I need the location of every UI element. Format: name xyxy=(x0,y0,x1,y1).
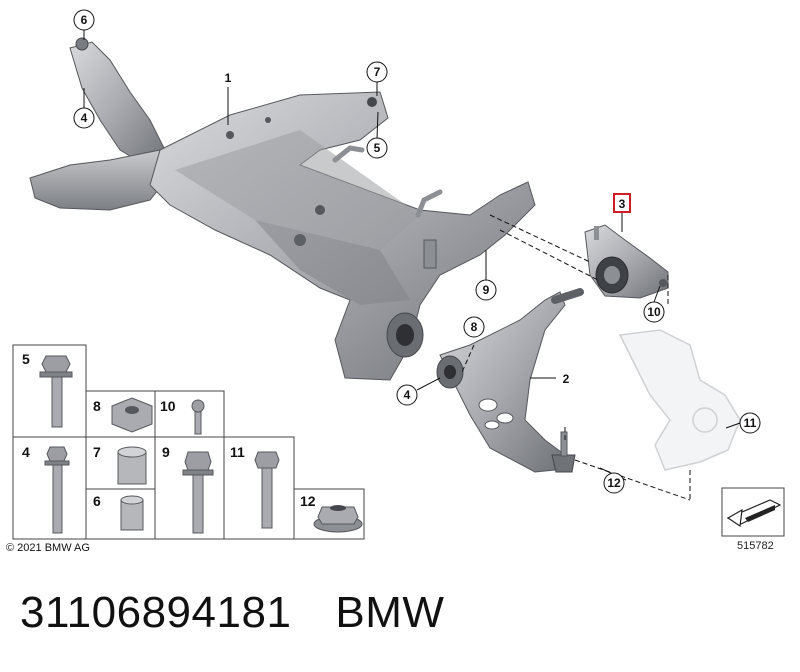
grid-label-9: 9 xyxy=(162,444,170,460)
callout-3-highlighted[interactable]: 3 xyxy=(613,193,631,213)
grid-label-4: 4 xyxy=(22,444,30,460)
svg-text:5: 5 xyxy=(374,141,381,155)
svg-text:4: 4 xyxy=(404,388,411,402)
svg-text:2: 2 xyxy=(563,372,570,386)
copyright-text: © 2021 BMW AG xyxy=(6,542,90,554)
wishbone-control-arm xyxy=(436,288,584,473)
callout-5[interactable]: 5 xyxy=(366,137,388,159)
svg-text:12: 12 xyxy=(607,476,621,490)
image-number: 515782 xyxy=(737,540,774,552)
rear-rubber-mount xyxy=(584,224,669,299)
bolt-5-icon xyxy=(39,355,73,428)
callout-11[interactable]: 11 xyxy=(739,412,761,434)
callout-4-right[interactable]: 4 xyxy=(396,384,418,406)
svg-text:11: 11 xyxy=(744,416,757,430)
direction-arrow-icon xyxy=(721,487,785,537)
parts-grid xyxy=(12,344,365,540)
bushing-sleeve-7-icon xyxy=(117,446,147,485)
flange-nut-12-icon xyxy=(313,505,363,533)
callout-4-left[interactable]: 4 xyxy=(73,107,95,129)
svg-text:10: 10 xyxy=(647,305,661,319)
callout-7[interactable]: 7 xyxy=(366,61,388,83)
front-axle-subframe xyxy=(29,37,536,381)
part-number: 31106894181 xyxy=(20,588,292,637)
square-nut-8-icon xyxy=(111,397,153,433)
svg-text:4: 4 xyxy=(81,111,88,125)
svg-text:8: 8 xyxy=(471,320,478,334)
callout-2[interactable]: 2 xyxy=(563,372,570,386)
callout-10[interactable]: 10 xyxy=(643,301,665,323)
assembly-lines xyxy=(461,214,691,501)
grid-label-6: 6 xyxy=(93,493,101,509)
grid-label-11: 11 xyxy=(230,444,245,460)
bushing-sleeve-6-icon xyxy=(120,495,144,531)
callout-1[interactable]: 1 xyxy=(225,71,232,85)
bolt-4-icon xyxy=(44,446,70,534)
brand-name: BMW xyxy=(335,588,445,637)
callout-8[interactable]: 8 xyxy=(463,316,485,338)
svg-text:6: 6 xyxy=(81,13,88,27)
svg-text:7: 7 xyxy=(374,65,381,79)
svg-text:1: 1 xyxy=(225,71,232,85)
grid-label-5: 5 xyxy=(22,351,30,367)
callout-6-top[interactable]: 6 xyxy=(73,9,95,31)
callout-9[interactable]: 9 xyxy=(475,279,497,301)
footer-caption: 31106894181 BMW xyxy=(20,588,444,638)
grid-label-7: 7 xyxy=(93,444,101,460)
svg-text:3: 3 xyxy=(619,197,626,211)
steering-knuckle-ghost xyxy=(618,329,741,471)
grid-label-10: 10 xyxy=(160,398,176,414)
svg-text:9: 9 xyxy=(483,283,490,297)
bolt-9-icon xyxy=(182,451,214,534)
grid-label-8: 8 xyxy=(93,398,101,414)
callout-12[interactable]: 12 xyxy=(603,472,625,494)
bolt-10-icon xyxy=(191,399,205,435)
grid-label-12: 12 xyxy=(300,493,316,509)
bolt-11-icon xyxy=(254,451,280,529)
